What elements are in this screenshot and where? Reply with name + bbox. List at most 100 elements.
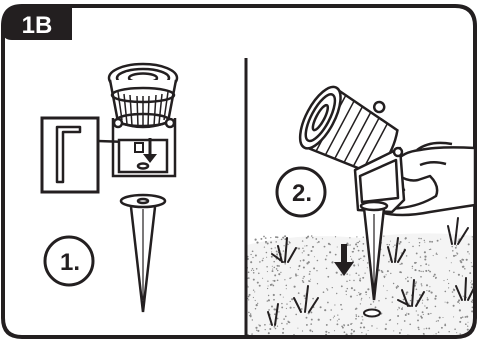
- soil-speckle: [270, 247, 273, 250]
- soil-speckle: [400, 271, 402, 274]
- soil-speckle: [414, 282, 417, 285]
- soil-speckle: [414, 269, 417, 272]
- soil-speckle: [434, 305, 437, 308]
- soil-speckle: [367, 330, 369, 331]
- soil-speckle: [288, 241, 291, 244]
- soil-speckle: [264, 240, 268, 243]
- soil-speckle: [341, 308, 343, 311]
- soil-speckle: [423, 333, 425, 335]
- soil-speckle: [356, 294, 358, 296]
- soil-speckle: [407, 313, 410, 315]
- soil-speckle: [471, 236, 473, 238]
- soil-speckle: [274, 247, 276, 249]
- soil-speckle: [425, 306, 428, 310]
- soil-speckle: [378, 300, 380, 302]
- soil-speckle: [311, 330, 314, 333]
- soil-speckle: [435, 320, 437, 322]
- soil-speckle: [269, 327, 272, 331]
- soil-speckle: [433, 273, 436, 276]
- soil-speckle: [412, 245, 414, 248]
- soil-speckle: [471, 265, 474, 268]
- soil-speckle: [269, 283, 272, 286]
- soil-speckle: [461, 265, 464, 268]
- soil-speckle: [410, 276, 413, 279]
- soil-speckle: [404, 313, 407, 317]
- soil-speckle: [273, 308, 276, 311]
- ground-stake: [119, 193, 167, 313]
- soil-speckle: [334, 253, 337, 256]
- soil-speckle: [285, 284, 288, 287]
- soil-speckle: [464, 268, 466, 270]
- soil-speckle: [270, 241, 273, 244]
- soil-speckle: [403, 320, 406, 322]
- soil-speckle: [356, 236, 358, 238]
- soil-speckle: [309, 329, 312, 332]
- soil-speckle: [263, 235, 265, 238]
- soil-speckle: [252, 256, 254, 259]
- soil-speckle: [281, 306, 284, 309]
- soil-speckle: [284, 235, 287, 238]
- soil-hole: [363, 308, 381, 318]
- soil-speckle: [457, 301, 460, 303]
- soil-speckle: [310, 323, 313, 325]
- soil-speckle: [404, 237, 407, 240]
- soil-speckle: [415, 252, 418, 255]
- soil-speckle: [447, 282, 450, 285]
- soil-speckle: [266, 266, 268, 268]
- soil-speckle: [301, 252, 303, 254]
- soil-speckle: [467, 321, 469, 323]
- soil-speckle: [293, 306, 295, 309]
- soil-speckle: [451, 291, 454, 293]
- soil-speckle: [388, 243, 391, 246]
- soil-speckle: [391, 296, 394, 299]
- soil-speckle: [426, 297, 428, 299]
- soil-speckle: [327, 275, 330, 278]
- soil-speckle: [421, 311, 424, 314]
- soil-speckle: [465, 258, 468, 261]
- soil-speckle: [336, 292, 338, 295]
- soil-speckle: [398, 307, 401, 309]
- soil-speckle: [305, 316, 308, 319]
- soil-speckle: [411, 267, 413, 269]
- soil-speckle: [424, 305, 426, 307]
- soil-speckle: [310, 249, 313, 253]
- soil-speckle: [453, 295, 455, 298]
- soil-speckle: [336, 323, 339, 326]
- soil-speckle: [262, 277, 264, 279]
- soil-speckle: [464, 323, 467, 326]
- soil-speckle: [471, 280, 473, 282]
- soil-speckle: [310, 318, 313, 321]
- soil-speckle: [334, 236, 337, 238]
- soil-speckle: [330, 309, 332, 311]
- soil-speckle: [457, 273, 460, 276]
- soil-speckle: [420, 265, 422, 267]
- soil-speckle: [452, 250, 454, 252]
- soil-speckle: [467, 325, 469, 327]
- step-one-label: 1.: [60, 249, 80, 276]
- soil-speckle: [308, 280, 310, 282]
- soil-speckle: [280, 271, 282, 274]
- soil-speckle: [353, 289, 356, 292]
- soil-speckle: [248, 293, 251, 296]
- soil-speckle: [340, 285, 343, 288]
- soil-speckle: [303, 294, 306, 297]
- soil-speckle: [325, 323, 328, 326]
- soil-speckle: [427, 269, 430, 272]
- soil-speckle: [271, 270, 274, 273]
- soil-speckle: [273, 279, 276, 282]
- soil-speckle: [355, 317, 357, 320]
- soil-speckle: [249, 313, 252, 315]
- down-arrow-icon: [134, 138, 157, 163]
- soil-speckle: [397, 315, 400, 317]
- soil-speckle: [264, 328, 266, 331]
- soil-speckle: [388, 260, 390, 263]
- soil-speckle: [388, 320, 390, 322]
- soil-speckle: [459, 333, 461, 335]
- soil-speckle: [282, 236, 285, 239]
- soil-speckle: [453, 289, 456, 292]
- soil-speckle: [456, 252, 459, 255]
- soil-speckle: [306, 262, 309, 265]
- soil-speckle: [278, 265, 280, 267]
